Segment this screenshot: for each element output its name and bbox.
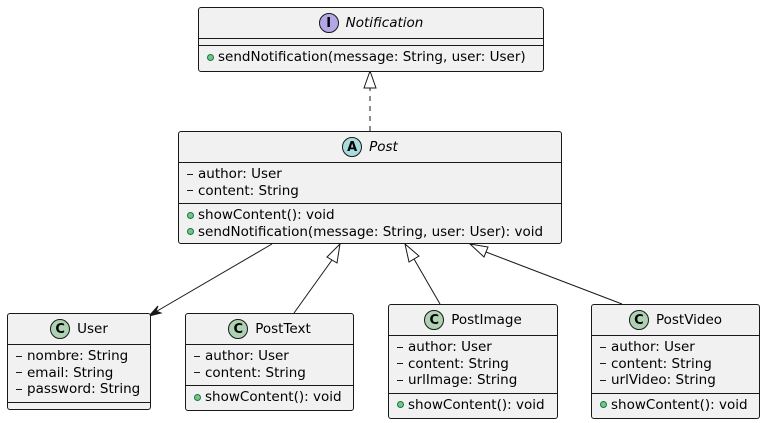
field-text: password: String <box>27 381 141 398</box>
class-name: PostText <box>255 321 311 337</box>
field-text: content: String <box>205 364 306 381</box>
association-post-user <box>147 243 273 317</box>
generalization-postimage-post <box>404 242 441 305</box>
private-icon <box>598 379 608 381</box>
field-text: content: String <box>611 355 712 372</box>
methods-section: showContent(): void <box>186 385 353 410</box>
class-name: User <box>77 321 108 337</box>
private-icon <box>14 388 24 390</box>
field-row: content: String <box>185 183 555 200</box>
private-icon <box>395 379 405 381</box>
class-header: C PostImage <box>389 305 557 335</box>
class-header: C PostVideo <box>592 305 759 335</box>
field-row: content: String <box>192 365 347 382</box>
methods-section: showContent(): void <box>389 392 557 418</box>
fields-section: author: User content: String urlImage: S… <box>389 335 557 393</box>
field-row: author: User <box>185 166 555 183</box>
class-header: A Post <box>179 132 561 162</box>
class-user[interactable]: C User nombre: String email: String pass… <box>7 313 151 410</box>
method-text: showContent(): void <box>198 207 335 224</box>
field-text: urlImage: String <box>408 372 518 389</box>
fields-section: nombre: String email: String password: S… <box>8 344 150 402</box>
method-row: sendNotification(message: String, user: … <box>205 49 537 66</box>
field-row: urlImage: String <box>395 372 551 389</box>
fields-section: author: User content: String <box>179 162 561 203</box>
method-row: showContent(): void <box>192 389 347 406</box>
field-text: author: User <box>611 339 695 356</box>
field-text: nombre: String <box>27 348 129 365</box>
field-row: password: String <box>14 381 144 398</box>
methods-section: sendNotification(message: String, user: … <box>199 45 543 70</box>
class-postimage[interactable]: C PostImage author: User content: String… <box>388 304 558 419</box>
field-text: author: User <box>205 348 289 365</box>
field-row: email: String <box>14 365 144 382</box>
fields-section: author: User content: String urlVideo: S… <box>592 335 759 393</box>
field-row: content: String <box>395 356 551 373</box>
methods-section <box>8 401 150 409</box>
method-text: showContent(): void <box>611 396 748 413</box>
class-icon: C <box>228 319 249 339</box>
realization-post-notification <box>363 69 377 131</box>
private-icon <box>185 190 195 192</box>
field-row: author: User <box>192 348 347 365</box>
field-text: author: User <box>408 339 492 356</box>
method-row: showContent(): void <box>598 397 753 414</box>
method-row: showContent(): void <box>395 397 551 414</box>
methods-section: showContent(): void <box>592 392 759 418</box>
public-icon <box>192 393 202 401</box>
field-text: content: String <box>408 355 509 372</box>
private-icon <box>598 346 608 348</box>
field-row: urlVideo: String <box>598 372 753 389</box>
class-header: I Notification <box>199 8 543 38</box>
field-row: nombre: String <box>14 348 144 365</box>
private-icon <box>14 372 24 374</box>
field-row: author: User <box>395 339 551 356</box>
generalization-postvideo-post <box>468 243 623 305</box>
private-icon <box>395 346 405 348</box>
field-text: content: String <box>198 182 299 199</box>
private-icon <box>598 363 608 365</box>
class-icon: C <box>50 319 71 339</box>
class-post[interactable]: A Post author: User content: String show… <box>178 131 562 244</box>
public-icon <box>205 53 215 61</box>
private-icon <box>192 372 202 374</box>
interface-icon: I <box>318 13 339 33</box>
class-notification[interactable]: I Notification sendNotification(message:… <box>198 7 544 72</box>
method-text: sendNotification(message: String, user: … <box>218 49 526 66</box>
private-icon <box>185 173 195 175</box>
generalization-posttext-post <box>293 242 341 314</box>
method-text: sendNotification(message: String, user: … <box>198 223 544 240</box>
class-header: C PostText <box>186 314 353 344</box>
public-icon <box>185 228 195 236</box>
method-row: showContent(): void <box>185 207 555 224</box>
private-icon <box>395 363 405 365</box>
class-icon: C <box>424 310 445 330</box>
public-icon <box>185 211 195 219</box>
public-icon <box>598 401 608 409</box>
fields-section: author: User content: String <box>186 344 353 385</box>
method-row: sendNotification(message: String, user: … <box>185 224 555 241</box>
field-text: author: User <box>198 166 282 183</box>
class-header: C User <box>8 314 150 344</box>
private-icon <box>14 355 24 357</box>
field-text: email: String <box>27 364 114 381</box>
field-row: author: User <box>598 339 753 356</box>
field-row: content: String <box>598 356 753 373</box>
class-name: Notification <box>345 15 424 31</box>
class-name: Post <box>369 139 398 155</box>
method-text: showContent(): void <box>205 389 342 406</box>
fields-section <box>199 38 543 45</box>
methods-section: showContent(): void sendNotification(mes… <box>179 203 561 244</box>
field-text: urlVideo: String <box>611 372 716 389</box>
class-posttext[interactable]: C PostText author: User content: String … <box>185 313 354 411</box>
class-name: PostImage <box>451 312 522 328</box>
class-postvideo[interactable]: C PostVideo author: User content: String… <box>591 304 760 419</box>
method-text: showContent(): void <box>408 396 545 413</box>
public-icon <box>395 401 405 409</box>
private-icon <box>192 355 202 357</box>
class-icon: C <box>628 310 649 330</box>
abstract-icon: A <box>342 137 363 157</box>
class-name: PostVideo <box>655 312 723 328</box>
